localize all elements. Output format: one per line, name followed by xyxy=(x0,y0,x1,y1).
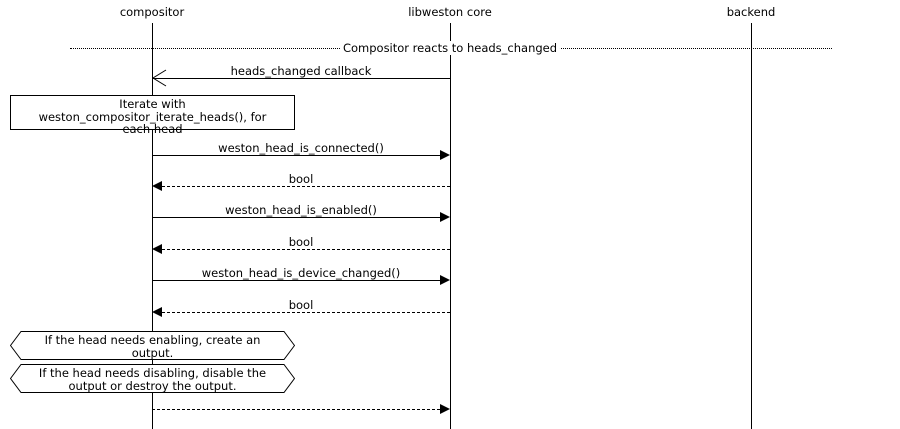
fragment-text: If the head needs enabling, create an ou… xyxy=(10,334,295,359)
fragment-text: If the head needs disabling, disable the… xyxy=(10,367,295,392)
message-line-bool-device-changed xyxy=(162,312,450,313)
message-label-weston-head-is-enabled: weston_head_is_enabled() xyxy=(225,203,377,217)
arrowhead-filled-right-icon xyxy=(440,212,450,222)
fragment-line: If the head needs disabling, disable the xyxy=(38,366,267,380)
message-line-heads-changed-callback xyxy=(153,78,450,79)
message-line-weston-head-is-connected xyxy=(152,155,440,156)
divider-label: Compositor reacts to heads_changed xyxy=(339,41,561,55)
arrowhead-filled-left-icon xyxy=(152,307,162,317)
message-label-bool-enabled: bool xyxy=(288,235,314,249)
lifeline-compositor xyxy=(152,23,153,429)
fragment-line: If the head needs enabling, create an xyxy=(44,333,261,347)
message-label-heads-changed-callback: heads_changed callback xyxy=(230,64,372,78)
message-line-weston-head-is-device-changed xyxy=(152,280,440,281)
message-label-bool-device-changed: bool xyxy=(288,298,314,312)
note-line: each head xyxy=(122,122,183,136)
note-iterate-heads: Iterate with weston_compositor_iterate_h… xyxy=(10,95,295,135)
lifeline-libweston-core xyxy=(450,23,451,429)
note-line: Iterate with xyxy=(119,97,186,111)
fragment-disable-head: If the head needs disabling, disable the… xyxy=(10,364,295,393)
fragment-line: output. xyxy=(131,345,174,360)
message-line-bool-enabled xyxy=(162,249,450,250)
arrowhead-filled-right-icon xyxy=(440,275,450,285)
fragment-enable-head: If the head needs enabling, create an ou… xyxy=(10,331,295,360)
message-label-weston-head-is-device-changed: weston_head_is_device_changed() xyxy=(201,266,401,280)
arrowhead-filled-left-icon xyxy=(152,181,162,191)
arrowhead-filled-right-icon xyxy=(440,150,450,160)
actor-label-backend: backend xyxy=(726,5,776,19)
arrowhead-filled-right-icon xyxy=(440,404,450,414)
arrowhead-filled-left-icon xyxy=(152,244,162,254)
message-line-bool-connected xyxy=(162,186,450,187)
message-label-bool-connected: bool xyxy=(288,172,314,186)
actor-label-compositor: compositor xyxy=(119,5,185,19)
actor-label-libweston-core: libweston core xyxy=(408,5,492,19)
message-label-weston-head-is-connected: weston_head_is_connected() xyxy=(218,141,384,155)
fragment-line: output or destroy the output. xyxy=(68,378,237,393)
note-line: weston_compositor_iterate_heads(), for xyxy=(38,109,267,124)
message-line-weston-head-is-enabled xyxy=(152,217,440,218)
lifeline-backend xyxy=(751,23,752,429)
message-line-final-return xyxy=(152,409,440,410)
